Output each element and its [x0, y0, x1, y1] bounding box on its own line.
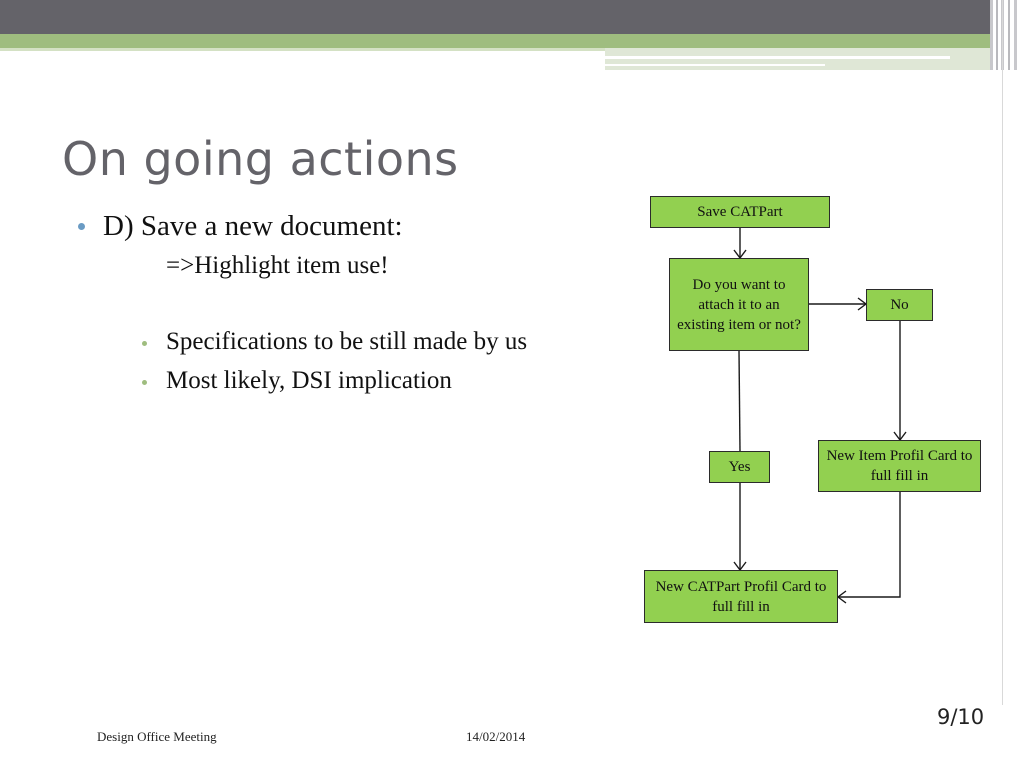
node-no: No: [866, 289, 933, 321]
header-vertical-stripe: [996, 0, 998, 70]
node-yes: Yes: [709, 451, 770, 483]
footer-date: 14/02/2014: [466, 729, 526, 744]
connector-newitem-newcatpart: [838, 492, 901, 598]
sub-bullet-text: Most likely, DSI implication: [166, 367, 452, 394]
header-stripe: [605, 56, 950, 59]
sub-bullet-dot-icon: [142, 341, 147, 346]
arrowhead-icon: [836, 590, 847, 604]
node-new-item-profil: New Item Profil Card to full fill in: [818, 440, 981, 492]
connector-question-yes: [738, 350, 741, 452]
node-question: Do you want to attach it to an existing …: [669, 258, 809, 351]
bullet-text: D) Save a new document:: [103, 210, 403, 242]
node-save-catpart: Save CATPart: [650, 196, 830, 228]
header-vertical-stripe: [990, 0, 993, 70]
header-green-bar: [0, 34, 990, 48]
bullet-subline: =>Highlight item use!: [166, 252, 389, 279]
slide-title: On going actions: [62, 132, 459, 186]
header-thin-bar: [0, 48, 990, 51]
header-stripe: [605, 64, 825, 66]
header-gray-bar: [0, 0, 990, 34]
node-new-catpart-profil: New CATPart Profil Card to full fill in: [644, 570, 838, 623]
bullet-dot-icon: [78, 223, 85, 230]
header-vertical-stripe: [1008, 0, 1010, 70]
footer-presentation-name: Design Office Meeting: [97, 729, 217, 744]
header-vertical-stripe: [1014, 0, 1017, 70]
page-number: 9/10: [937, 705, 985, 729]
sub-bullet-text: Specifications to be still made by us: [166, 328, 528, 355]
right-edge-line: [1002, 0, 1003, 705]
sub-bullet-dot-icon: [142, 380, 147, 385]
